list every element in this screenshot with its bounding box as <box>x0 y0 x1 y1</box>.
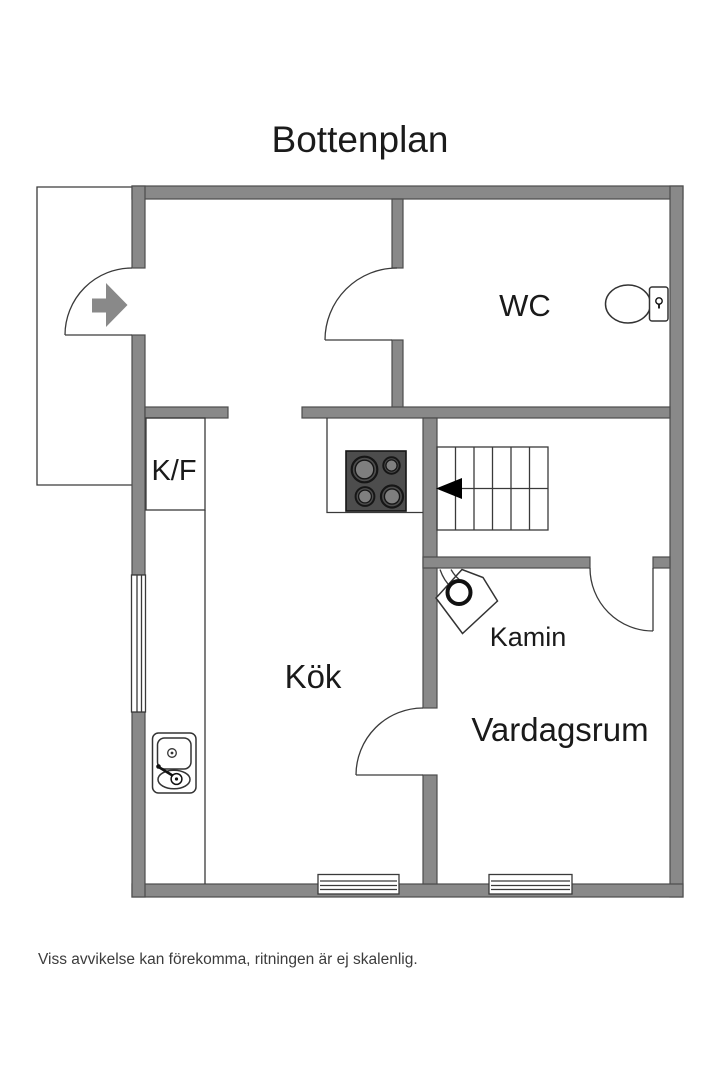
burner <box>382 456 401 475</box>
staircase-icon <box>436 446 549 531</box>
toilet-flush <box>655 297 663 305</box>
doors <box>64 267 654 776</box>
porch-outline <box>36 186 132 486</box>
walls <box>131 185 684 898</box>
stair-direction-arrow-icon <box>436 478 462 499</box>
burner <box>350 455 379 484</box>
window-frame <box>488 873 573 895</box>
room-label-kitchen: Kök <box>285 658 342 695</box>
wall-hall-closet <box>144 406 229 419</box>
window-frame <box>317 873 400 895</box>
kitchen-fixtures <box>145 417 423 884</box>
wall-left-lower <box>131 711 146 898</box>
toilet-bowl <box>604 284 652 324</box>
entry-door <box>64 267 133 336</box>
wall-left-middle <box>131 334 146 576</box>
closet-box <box>145 417 206 511</box>
burner <box>379 484 405 509</box>
porch-line <box>36 186 132 486</box>
wall-hall-wc-upper <box>391 198 404 269</box>
wall-stair-living <box>422 556 591 569</box>
burner <box>385 459 398 472</box>
living-room-door <box>589 567 654 632</box>
fireplace-icon <box>435 568 499 635</box>
kitchen-living-door <box>355 707 424 776</box>
window-icon <box>488 873 573 895</box>
window-icon <box>130 574 147 713</box>
windows <box>130 574 573 895</box>
wall-hall-wc-lower <box>391 339 404 409</box>
fireplace-ring <box>445 579 473 606</box>
sink-faucet-center <box>174 777 179 781</box>
wall-wc-bottom <box>301 406 671 419</box>
disclaimer-text: Viss avvikelse kan förekomma, ritningen … <box>38 951 418 968</box>
sink-icon <box>151 732 197 794</box>
room-label-fireplace: Kamin <box>490 622 567 652</box>
room-labels: WC K/F Kök Kamin Vardagsrum <box>151 288 648 748</box>
door-swing-icon <box>589 567 654 632</box>
wall-right <box>669 185 684 898</box>
stove-counter-line <box>326 418 423 514</box>
burner <box>357 489 373 504</box>
wall-kitchen-divider-lower <box>422 774 438 885</box>
entry-direction-arrow-icon <box>92 283 128 327</box>
toilet-icon <box>604 284 669 324</box>
room-label-wc: WC <box>499 288 551 323</box>
page-title: Bottenplan <box>272 119 449 160</box>
wc-door <box>324 267 398 341</box>
wall-top <box>131 185 684 200</box>
sink-faucet-dot <box>156 764 161 769</box>
wall-left-upper <box>131 185 146 269</box>
window-icon <box>317 873 400 895</box>
wall-stair-living-stub <box>652 556 671 569</box>
room-label-closet: K/F <box>151 455 196 487</box>
window-frame <box>130 574 147 713</box>
stove-icon <box>345 450 407 512</box>
door-swing-icon <box>64 267 133 336</box>
burner <box>354 459 375 480</box>
door-swing-icon <box>324 267 398 341</box>
wall-bottom <box>131 883 684 898</box>
sink-faucet-lever <box>158 766 174 777</box>
burner <box>383 488 401 505</box>
room-label-living-room: Vardagsrum <box>471 711 648 748</box>
burner <box>354 486 376 507</box>
door-swing-icon <box>355 707 424 776</box>
sink-drain-dot <box>170 751 174 755</box>
